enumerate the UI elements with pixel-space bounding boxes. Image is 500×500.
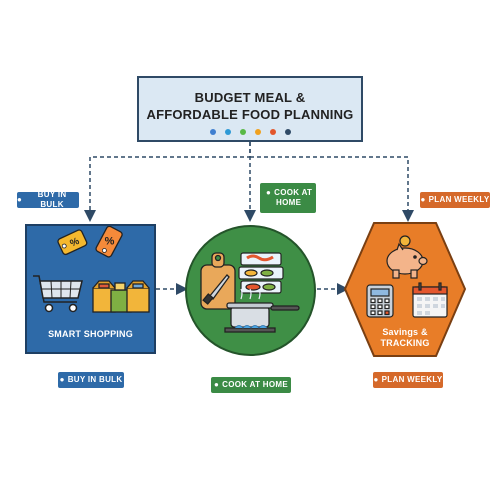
dot-4	[254, 129, 261, 135]
tag-cook-at-home-bottom: ●COOK AT HOME	[211, 377, 291, 393]
tag-plan-weekly-bottom: ●PLAN WEEKLY	[373, 372, 443, 388]
diagram-title-box: BUDGET MEAL & AFFORDABLE FOOD PLANNING	[137, 76, 363, 142]
dot-6	[284, 129, 291, 135]
title-line-1: BUDGET MEAL &	[194, 90, 306, 105]
piggy-bank-icon	[386, 235, 428, 279]
tag-text: PLAN WEEKLY	[381, 375, 443, 384]
discount-tag-icon-2: %	[95, 226, 123, 258]
dot-5	[269, 129, 276, 135]
connector-right	[250, 156, 414, 222]
tag-buy-in-bulk-top: ●BUY IN BULK	[17, 190, 79, 209]
discount-tag-icon: %	[57, 229, 88, 256]
tag-text: BUY IN BULK	[37, 190, 67, 209]
svg-text:%: %	[105, 236, 115, 248]
calculator-icon	[366, 284, 394, 318]
svg-text:%: %	[68, 236, 81, 250]
savings-label-line2: TRACKING	[380, 338, 430, 348]
smart-shopping-label: SMART SHOPPING	[48, 329, 133, 339]
title-line-2: AFFORDABLE FOOD PLANNING	[146, 107, 354, 122]
shopping-illustration: % %	[33, 226, 150, 313]
meal-prep-containers-icon	[238, 252, 284, 294]
grocery-bags-icon	[92, 280, 150, 313]
tag-text: COOK AT HOME	[222, 380, 288, 389]
tag-text-line1: COOK AT	[274, 188, 313, 197]
dot-1	[209, 129, 216, 135]
tag-text: PLAN WEEKLY	[428, 195, 490, 204]
tag-plan-weekly-top: ●PLAN WEEKLY	[420, 192, 490, 208]
tag-text-line2: HOME	[276, 198, 302, 207]
dot-3	[239, 129, 246, 135]
cutting-board-icon	[200, 252, 236, 310]
calendar-icon	[412, 282, 448, 318]
tag-text: BUY IN BULK	[67, 375, 123, 384]
smart-shopping-panel: % % SMART SHOPPING	[25, 224, 156, 354]
title-dots	[139, 129, 361, 135]
dot-2	[224, 129, 231, 135]
cooking-illustration	[200, 252, 300, 333]
cook-at-home-circle	[185, 225, 316, 356]
savings-label-line1: Savings &	[382, 327, 428, 337]
shopping-cart-icon	[33, 275, 83, 313]
cooking-pot-icon	[224, 288, 300, 333]
tag-buy-in-bulk-bottom: ●BUY IN BULK	[58, 372, 124, 388]
savings-tracking-hexagon	[343, 222, 467, 357]
tag-cook-at-home-top: ●COOK AT HOME	[260, 183, 316, 213]
connector-left	[84, 142, 251, 222]
